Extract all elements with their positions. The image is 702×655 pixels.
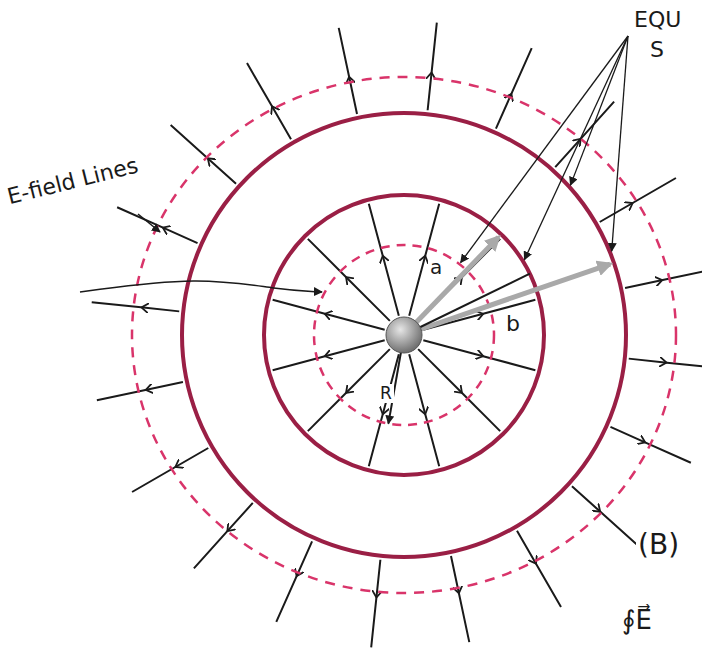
equipotential-circle — [132, 77, 676, 593]
leader-line — [461, 36, 628, 263]
outer-field-lines — [92, 23, 702, 648]
field-line — [276, 541, 312, 621]
field-line — [369, 354, 399, 466]
field-line — [194, 503, 253, 568]
field-line — [625, 270, 702, 288]
equipotential-label: EQU — [632, 8, 683, 32]
leader-line — [570, 36, 628, 185]
radius-label: a — [428, 256, 444, 278]
field-line — [92, 302, 180, 311]
equation-fragment: ∮E⃗ — [620, 606, 654, 635]
radius-label: b — [504, 312, 522, 336]
field-line — [273, 300, 385, 330]
shell-outer-surface — [182, 113, 626, 557]
field-line — [132, 448, 208, 492]
field-line — [308, 239, 390, 321]
field-line — [555, 102, 614, 167]
shell-inner-surface — [264, 195, 544, 475]
field-line — [423, 340, 535, 370]
leader-line — [524, 36, 628, 260]
field-line — [97, 382, 183, 400]
equipotential-label: S — [648, 38, 666, 62]
field-line — [369, 204, 399, 316]
leader-line — [138, 214, 160, 232]
part-label: (B) — [636, 530, 681, 561]
field-line — [629, 359, 702, 368]
charged-sphere — [386, 317, 422, 353]
field-line — [418, 349, 500, 431]
radius-label: R — [378, 384, 394, 403]
inner-field-lines — [273, 204, 536, 467]
field-line — [496, 48, 532, 128]
field-line — [371, 560, 380, 648]
field-line — [517, 531, 561, 607]
field-line — [572, 486, 637, 545]
field-line — [171, 125, 236, 184]
leader-line — [80, 281, 322, 292]
field-line — [409, 354, 439, 466]
field-lines-label: E-field Lines — [3, 153, 142, 210]
field-line — [428, 23, 437, 111]
field-line — [451, 556, 469, 642]
field-line — [339, 28, 357, 114]
equipotential-leaders — [461, 36, 628, 263]
leader-line — [612, 36, 628, 251]
field-line — [600, 178, 676, 222]
field-line — [247, 63, 291, 139]
field-line — [273, 340, 385, 370]
